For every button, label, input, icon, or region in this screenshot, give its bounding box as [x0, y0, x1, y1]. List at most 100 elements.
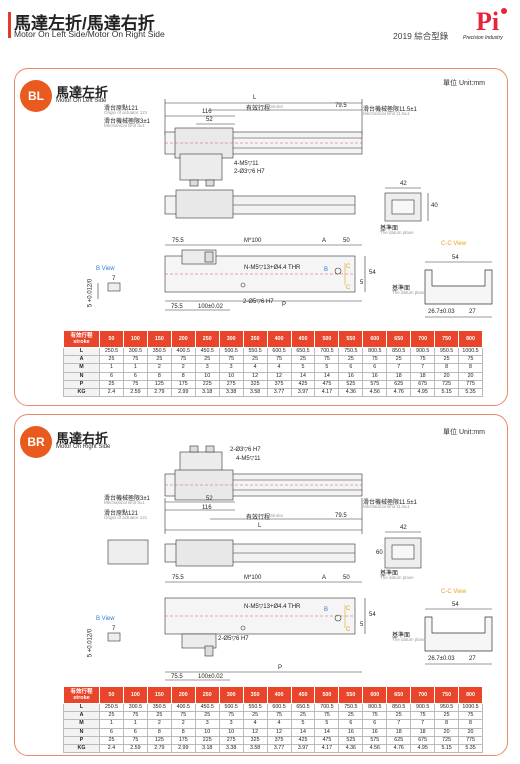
table-cell: 625 [386, 735, 412, 745]
table-header-cell: 350 [242, 686, 268, 704]
table-header-cell: 200 [170, 330, 196, 348]
label-nm5: N-M5▽13+Ø4.4 THR [244, 265, 301, 271]
table-cell: 3.18 [194, 743, 220, 754]
label-dowel2: 2-Ø5▽6 H7 [218, 636, 249, 642]
table-cell: 125 [146, 735, 172, 745]
label-datum-en: The datum plane [380, 575, 414, 580]
dim-7: 7 [112, 626, 116, 632]
label-dowel: 2-Ø3▽6 H7 [234, 169, 265, 175]
table-header-cell: 450 [290, 686, 316, 704]
table-cell: 10 [218, 727, 244, 737]
table-header-cell: 300 [218, 330, 244, 348]
dim-79-5: 79.5 [335, 103, 347, 109]
table-cell: 5 [290, 719, 316, 729]
table-cell: 12 [266, 727, 292, 737]
label-mech-limit-left-en: Mechanical limit 3±1 [104, 500, 145, 505]
unit-label: 單位 Unit:mm [443, 80, 485, 87]
dim-cc54: 54 [452, 255, 459, 261]
dim-7: 7 [112, 276, 116, 282]
table-header-cell: 200 [170, 686, 196, 704]
dim-52: 52 [206, 496, 213, 502]
dim-100: 100±0.02 [198, 304, 223, 310]
table-cell: 75 [170, 711, 196, 721]
table-cell: 3 [218, 719, 244, 729]
table-cell: 6 [99, 727, 124, 737]
table-cell: 4.36 [338, 743, 364, 754]
table-cell: 750.5 [338, 702, 364, 713]
dim-5: 5 [360, 622, 364, 628]
table-cell: 75 [458, 711, 483, 721]
table-cell: 7 [386, 719, 412, 729]
section-subtitle: Motor On Left Side [56, 98, 107, 104]
table-cell: 350.5 [146, 702, 172, 713]
table-cell: 800.5 [362, 702, 388, 713]
table-cell: 75 [266, 711, 292, 721]
table-cell: 900.5 [410, 702, 436, 713]
table-cell: 2.59 [122, 387, 148, 398]
table-cell: 1000.5 [458, 702, 483, 713]
label-mech-limit-left-en: Mechanical limit 3±1 [104, 123, 145, 128]
label-mech-limit-right: 滑台機械極限11.5±1 [363, 500, 417, 506]
page-title: 馬達左折/馬達右折 [14, 14, 155, 33]
label-C-bottom: C [346, 285, 351, 291]
table-cell: 16 [338, 727, 364, 737]
label-mech-limit-left: 滑台機械極限3±1 [104, 496, 150, 502]
table-header-cell: 650 [386, 686, 412, 704]
table-cell: 6 [362, 719, 388, 729]
table-cell: 75 [218, 711, 244, 721]
table-cell: 575 [362, 735, 388, 745]
dim-75-5b: 75.5 [171, 304, 183, 310]
table-header-cell: 650 [386, 330, 412, 348]
table-header-cell: 800 [458, 330, 483, 348]
table-cell: 8 [434, 719, 460, 729]
dim-52: 52 [206, 117, 213, 123]
table-cell: 25 [194, 711, 220, 721]
table-cell: 500.5 [218, 702, 244, 713]
label-stroke: 有效行程 [246, 515, 271, 521]
table-header-cell: 250 [194, 686, 220, 704]
table-header-cell: 500 [314, 686, 340, 704]
section-badge-br: BR [20, 426, 52, 458]
table-row-label: KG [63, 743, 100, 754]
table-cell: 2.59 [122, 743, 148, 754]
label-datum-en: The datum plane [380, 230, 414, 235]
table-cell: 14 [290, 727, 316, 737]
table-cell: 550.5 [242, 702, 268, 713]
label-datum2: 基準面 [392, 633, 411, 639]
table-header-cell: 700 [410, 686, 436, 704]
table-cell: 12 [242, 727, 268, 737]
label-origin-en: Origin of actuator 121 [104, 515, 148, 520]
label-datum2-en: The datum plane [392, 290, 426, 295]
dim-A: A [322, 575, 327, 581]
table-header-cell: 250 [194, 330, 220, 348]
dim-60: 60 [376, 550, 383, 556]
table-cell: 6 [338, 719, 364, 729]
label-B: B [324, 607, 329, 613]
table-cell: 25 [338, 711, 364, 721]
label-mech-limit-right: 滑台機械極限11.5±1 [363, 107, 417, 113]
table-header-cell: 500 [314, 330, 340, 348]
table-cell: 3 [194, 719, 220, 729]
table-header-cell: 50 [99, 330, 124, 348]
section-title: 馬達左折 [56, 85, 109, 100]
label-datum2: 基準面 [392, 286, 411, 292]
dim-116: 116 [202, 109, 212, 115]
table-cell: 25 [146, 711, 172, 721]
table-cell: 725 [434, 735, 460, 745]
table-row-label: KG [63, 387, 100, 398]
table-header-cell: 550 [338, 330, 364, 348]
table-cell: 4 [242, 719, 268, 729]
table-cell: 2.99 [170, 743, 196, 754]
dim-42: 42 [400, 181, 407, 187]
dim-40: 40 [431, 203, 438, 209]
table-cell: 75 [122, 735, 148, 745]
table-cell: 850.5 [386, 702, 412, 713]
